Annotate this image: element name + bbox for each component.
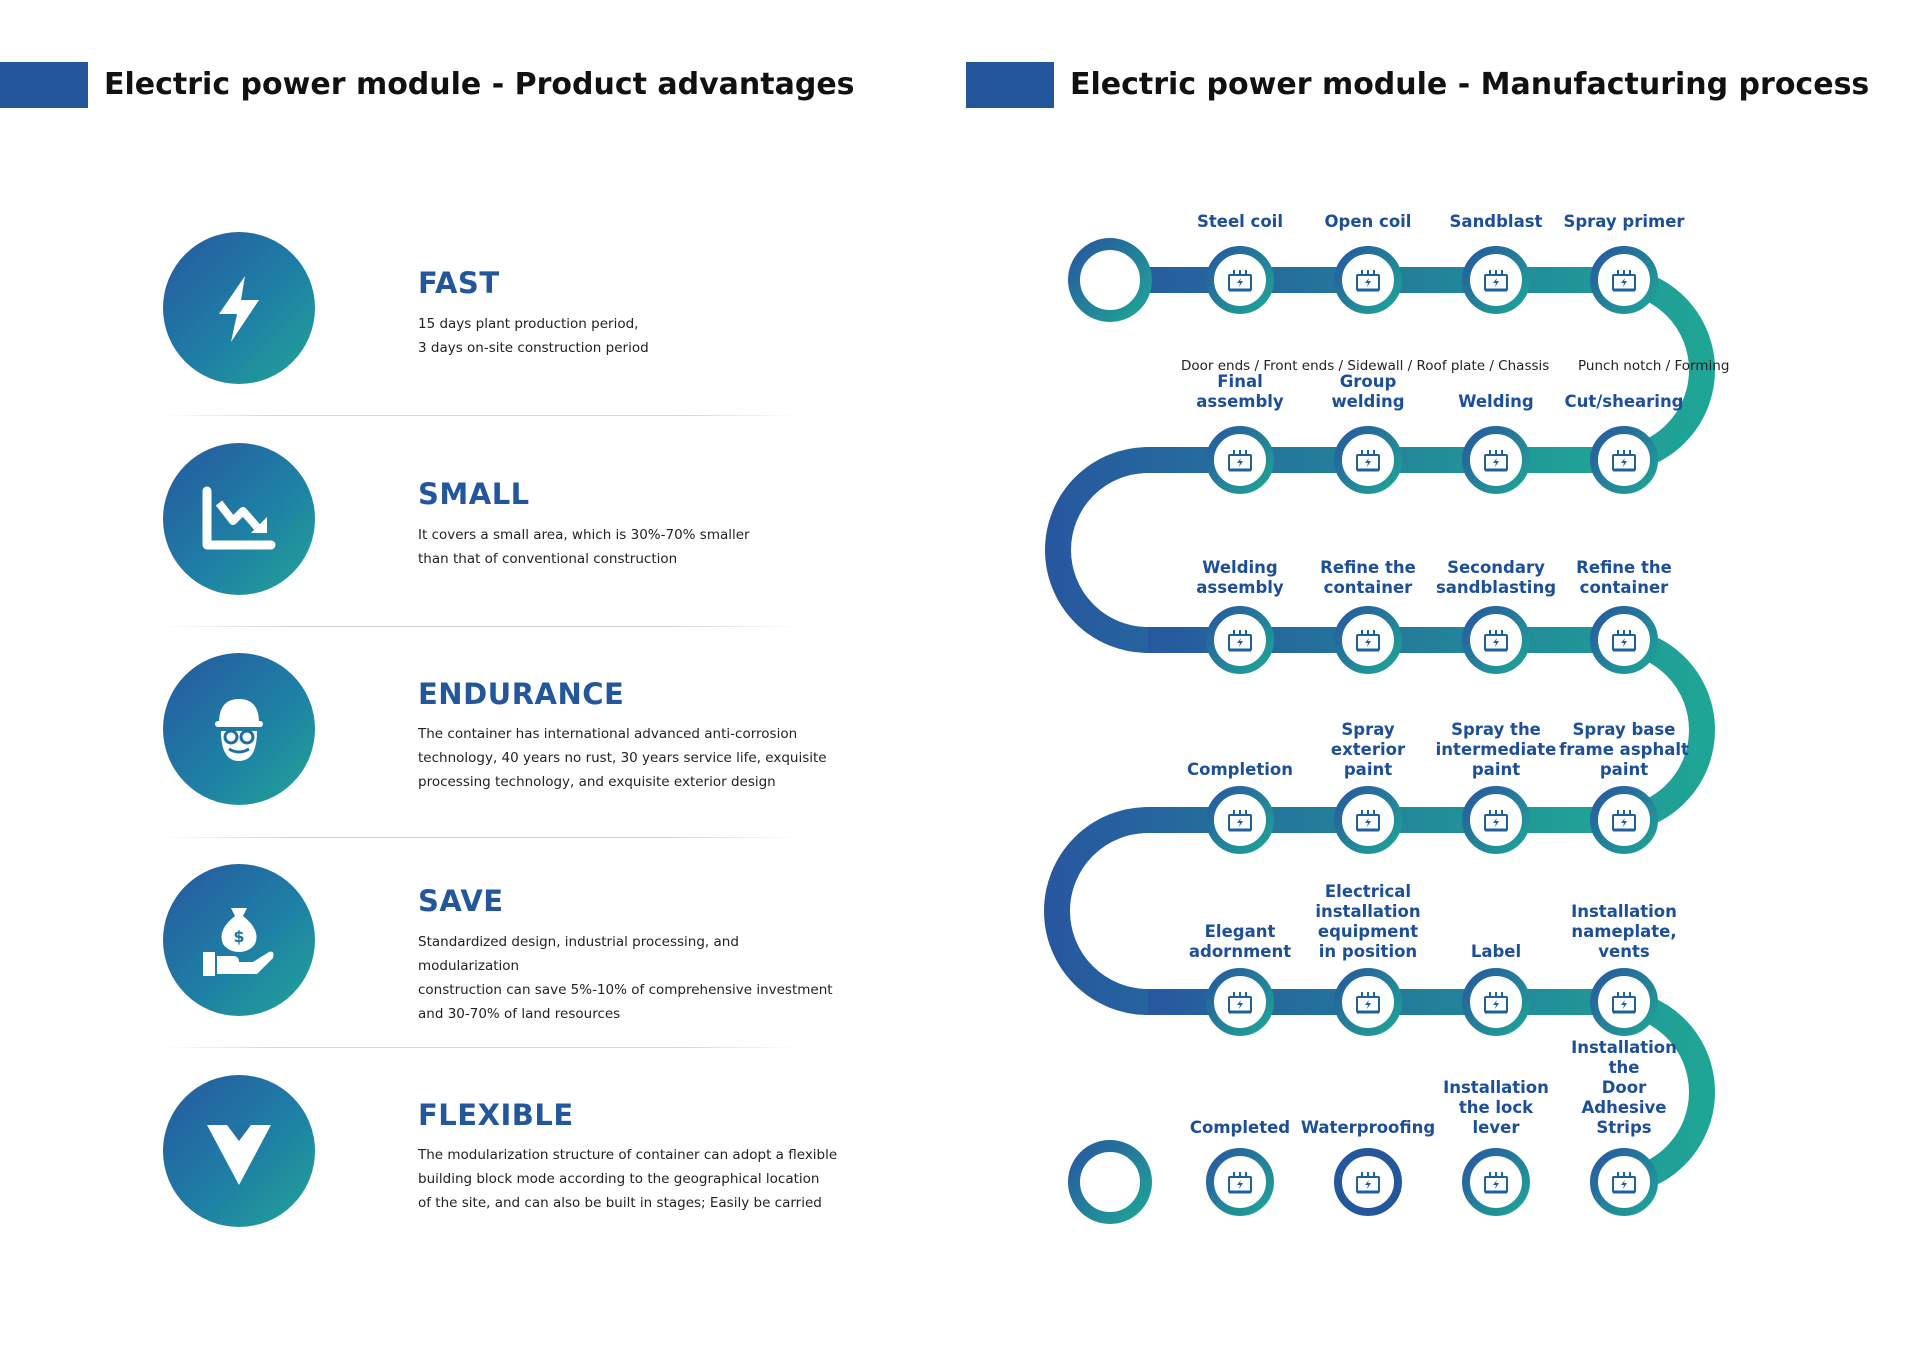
process-step-node: [1462, 786, 1530, 854]
process-step-label: Electrical installation equipment in pos…: [1315, 882, 1421, 961]
start-terminal: [1068, 238, 1152, 322]
desc-line: and 30-70% of land resources: [418, 1006, 621, 1022]
process-step-node: [1206, 968, 1274, 1036]
process-step-label: Spray exterior paint: [1330, 720, 1406, 779]
process-step-label: Elegant adornment: [1188, 922, 1292, 961]
process-step-node: [1462, 968, 1530, 1036]
desc-line: building block mode according to the geo…: [418, 1171, 820, 1187]
process-step-label: Sandblast: [1449, 212, 1543, 231]
process-step-node: [1590, 426, 1658, 494]
desc-line: of the site, and can also be built in st…: [418, 1195, 822, 1211]
process-step-node: [1462, 246, 1530, 314]
desc-line: than that of conventional construction: [418, 551, 678, 567]
process-step-label: Completion: [1187, 760, 1293, 779]
process-step-node: [1590, 246, 1658, 314]
process-step-label: Completed: [1189, 1118, 1291, 1137]
process-step-label: Steel coil: [1197, 212, 1283, 231]
end-terminal: [1068, 1140, 1152, 1224]
process-step-node: [1206, 1148, 1274, 1216]
worker-helmet-icon: [163, 653, 315, 805]
process-step-label: Refine the container: [1576, 558, 1672, 597]
desc-line: The container has international advanced…: [418, 726, 798, 742]
advantage-desc-save: Standardized design, industrial processi…: [418, 930, 838, 1026]
header-accent-bar-left: [0, 62, 88, 108]
process-step-label: Label: [1470, 942, 1522, 961]
process-step-label: Waterproofing: [1300, 1118, 1436, 1137]
divider: [160, 626, 800, 627]
advantage-title-fast: FAST: [418, 266, 500, 300]
divider: [160, 415, 800, 416]
money-bag-hand-icon: $: [163, 864, 315, 1016]
down-triangle-icon: [163, 1075, 315, 1227]
process-step-node: [1462, 426, 1530, 494]
process-step-node: [1334, 786, 1402, 854]
process-step-label: Open coil: [1324, 212, 1412, 231]
process-step-node: [1590, 1148, 1658, 1216]
process-step-node: [1334, 426, 1402, 494]
process-step-label: Group welding: [1331, 372, 1405, 411]
process-step-node: [1334, 968, 1402, 1036]
process-step-label: Installation the Door Adhesive Strips: [1571, 1038, 1677, 1137]
process-step-label: Final assembly: [1196, 372, 1284, 411]
process-step-node: [1334, 1148, 1402, 1216]
process-step-node: [1590, 606, 1658, 674]
path-row-2: [1045, 447, 1612, 653]
desc-line: technology, 40 years no rust, 30 years s…: [418, 750, 827, 766]
divider: [160, 1047, 800, 1048]
chart-down-icon: [163, 443, 315, 595]
desc-line: Standardized design, industrial processi…: [418, 934, 739, 974]
process-step-node: [1590, 968, 1658, 1036]
advantage-desc-small: It covers a small area, which is 30%-70%…: [418, 523, 838, 571]
divider: [160, 837, 800, 838]
process-step-node: [1334, 246, 1402, 314]
lightning-icon: [163, 232, 315, 384]
process-nodes: [1206, 246, 1658, 1216]
desc-line: The modularization structure of containe…: [418, 1147, 838, 1163]
process-step-label: Secondary sandblasting: [1435, 558, 1557, 597]
path-row-4: [1044, 807, 1612, 1015]
process-step-label: Cut/shearing: [1564, 392, 1684, 411]
process-step-label: Welding: [1458, 392, 1534, 411]
advantage-title-endurance: ENDURANCE: [418, 677, 625, 711]
process-step-label: Refine the container: [1320, 558, 1416, 597]
process-step-node: [1206, 426, 1274, 494]
page-title-advantages: Electric power module - Product advantag…: [104, 67, 855, 102]
process-note-parts: Door ends / Front ends / Sidewall / Roof…: [1181, 358, 1550, 374]
process-step-node: [1334, 606, 1402, 674]
desc-line: construction can save 5%-10% of comprehe…: [418, 982, 833, 998]
process-step-node: [1206, 786, 1274, 854]
advantage-desc-fast: 15 days plant production period, 3 days …: [418, 312, 838, 360]
process-note-forming: Punch notch / Forming: [1578, 358, 1730, 374]
process-step-label: Installation nameplate, vents: [1571, 902, 1677, 961]
advantage-title-save: SAVE: [418, 884, 504, 918]
desc-line: It covers a small area, which is 30%-70%…: [418, 527, 750, 543]
advantage-desc-endurance: The container has international advanced…: [418, 722, 838, 794]
process-step-label: Spray the intermediate paint: [1435, 720, 1557, 779]
header-accent-bar-right: [966, 62, 1054, 108]
process-step-label: Installation the lock lever: [1443, 1078, 1549, 1137]
process-step-label: Spray primer: [1563, 212, 1685, 231]
advantage-title-small: SMALL: [418, 477, 530, 511]
page-title-process: Electric power module - Manufacturing pr…: [1070, 67, 1870, 102]
process-step-node: [1462, 1148, 1530, 1216]
process-step-node: [1206, 606, 1274, 674]
process-step-node: [1206, 246, 1274, 314]
process-step-node: [1590, 786, 1658, 854]
process-step-node: [1462, 606, 1530, 674]
process-step-label: Spray base frame asphalt paint: [1559, 720, 1689, 779]
process-step-label: Welding assembly: [1196, 558, 1284, 597]
desc-line: 3 days on-site construction period: [418, 340, 649, 356]
desc-line: processing technology, and exquisite ext…: [418, 774, 776, 790]
advantage-title-flexible: FLEXIBLE: [418, 1098, 574, 1132]
advantage-desc-flexible: The modularization structure of containe…: [418, 1143, 838, 1215]
desc-line: 15 days plant production period,: [418, 316, 639, 332]
svg-text:$: $: [233, 927, 244, 946]
